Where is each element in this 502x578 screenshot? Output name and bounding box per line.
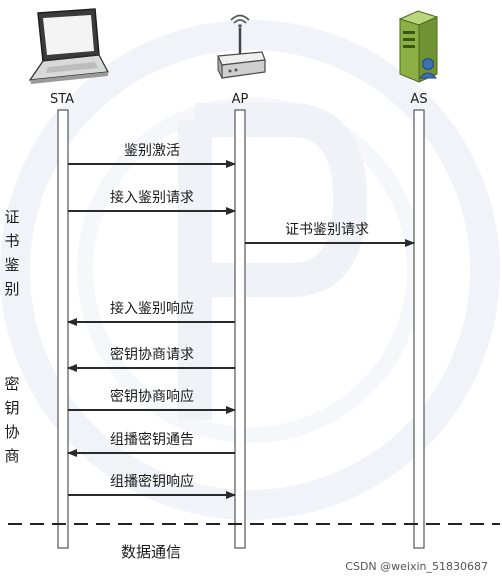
message-auth-activate: 鉴别激活 <box>68 142 236 168</box>
message-key-negotiation-request: 密钥协商请求 <box>67 346 235 372</box>
lifeline-as <box>413 109 425 549</box>
phase-label-key-negotiation: 密 钥 协 商 <box>4 375 19 465</box>
message-access-auth-request: 接入鉴别请求 <box>68 189 236 215</box>
message-access-auth-response: 接入鉴别响应 <box>67 300 235 326</box>
phase-char: 密 <box>4 375 19 393</box>
data-comm-label: 数据通信 <box>121 543 181 561</box>
phase-char: 商 <box>4 447 19 465</box>
message-label: 鉴别激活 <box>124 142 180 159</box>
phase-char: 钥 <box>4 399 19 417</box>
entity-label-sta: STA <box>50 92 74 107</box>
watermark: CSDN @weixin_51830687 <box>345 560 488 573</box>
message-cert-auth-request: 证书鉴别请求 <box>245 222 415 247</box>
laptop-icon <box>28 8 109 84</box>
message-label: 接入鉴别响应 <box>110 300 194 317</box>
entity-label-as: AS <box>410 92 427 107</box>
phase-label-cert-auth: 证 书 鉴 别 <box>4 208 19 298</box>
lifeline-ap <box>234 109 246 549</box>
phase-char: 别 <box>4 280 19 298</box>
entity-label-ap: AP <box>232 92 249 107</box>
phase-char: 鉴 <box>4 256 19 274</box>
message-label: 密钥协商请求 <box>110 346 194 363</box>
phase-char: 证 <box>4 208 19 226</box>
message-label: 接入鉴别请求 <box>110 189 194 206</box>
lifeline-sta <box>57 109 69 549</box>
message-label: 组播密钥响应 <box>110 473 194 490</box>
phase-char: 书 <box>4 232 19 250</box>
message-group-key-response: 组播密钥响应 <box>68 473 236 499</box>
phase-char: 协 <box>4 423 19 441</box>
background-logo <box>0 20 500 520</box>
server-icon <box>398 10 439 83</box>
message-label: 证书鉴别请求 <box>285 222 369 238</box>
message-group-key-notify: 组播密钥通告 <box>67 431 235 457</box>
wireless-router-icon <box>217 14 266 79</box>
message-key-negotiation-response: 密钥协商响应 <box>68 388 236 414</box>
message-label: 密钥协商响应 <box>110 388 194 405</box>
message-label: 组播密钥通告 <box>110 431 194 448</box>
